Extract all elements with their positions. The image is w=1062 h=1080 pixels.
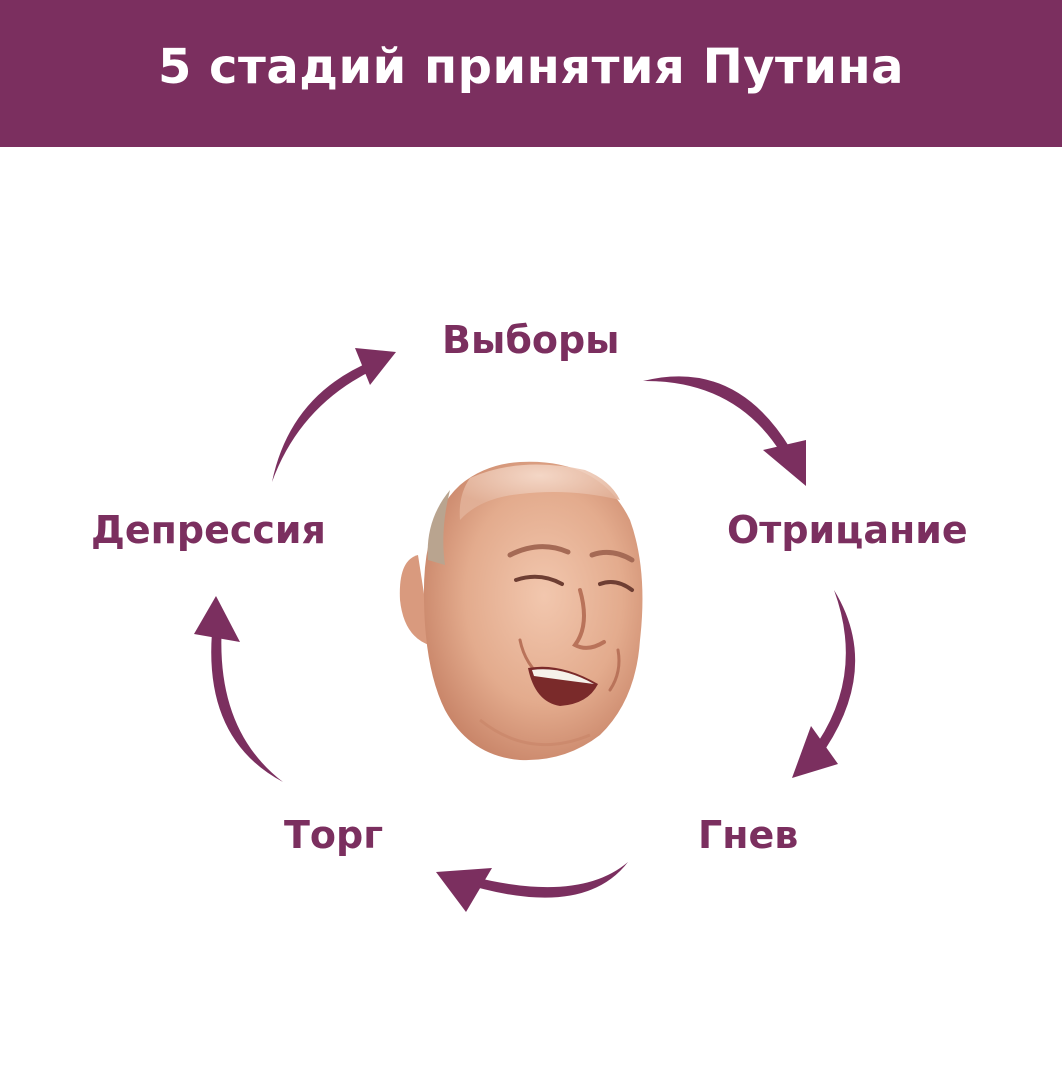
stage-label-depression: Депрессия: [91, 508, 326, 552]
stage-label-elections: Выборы: [442, 318, 620, 362]
arrow-elections-to-denial: [643, 376, 806, 486]
arrow-bargaining-to-depression: [194, 596, 283, 782]
arrow-depression-to-elections: [272, 348, 396, 482]
page-title: 5 стадий принятия Путина: [157, 38, 905, 95]
stage-label-anger: Гнев: [698, 813, 799, 857]
face-photo: [399, 461, 643, 761]
title-banner: 5 стадий принятия Путина: [0, 0, 1062, 147]
stage-label-bargaining: Торг: [284, 813, 384, 857]
arrow-anger-to-bargaining: [436, 862, 628, 912]
arrow-denial-to-anger: [792, 590, 856, 778]
stage-label-denial: Отрицание: [727, 508, 968, 552]
